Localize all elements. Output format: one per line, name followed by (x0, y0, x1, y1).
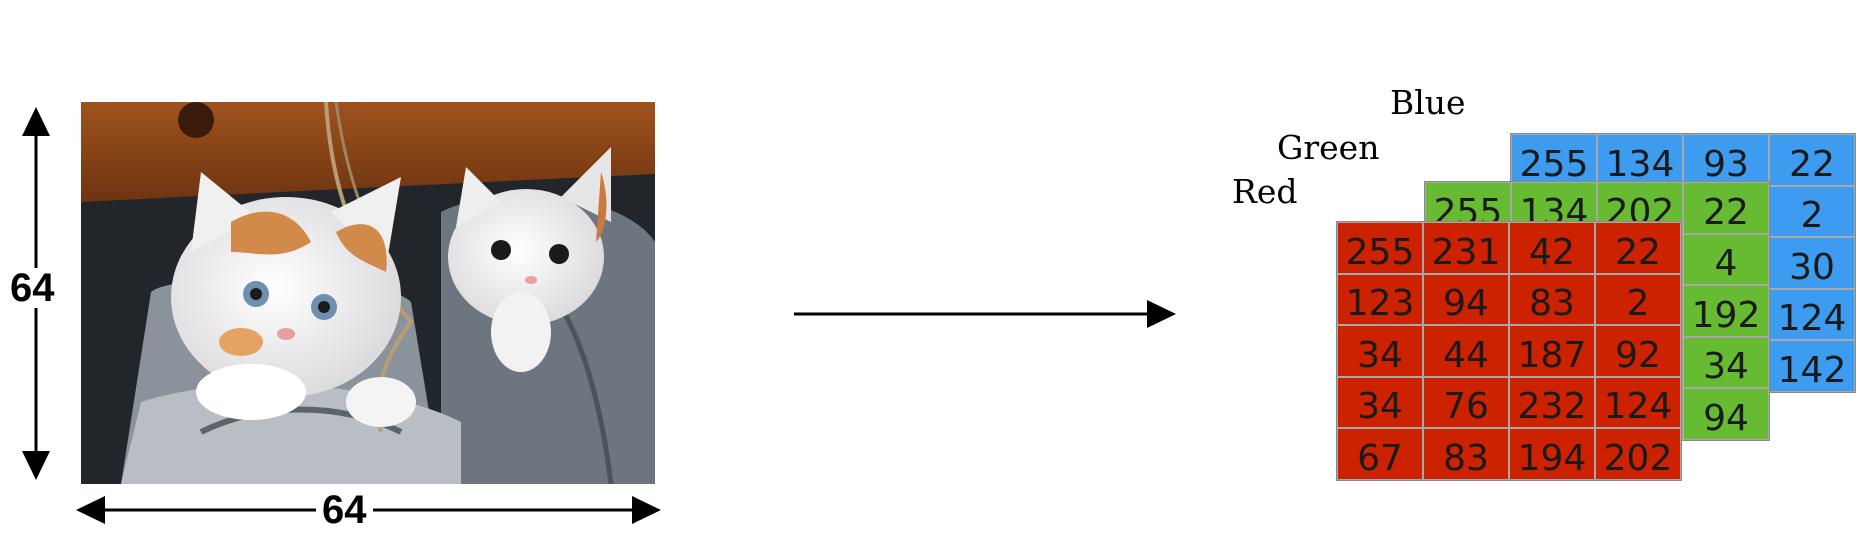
red-matrix-cell: 232 (1509, 376, 1595, 429)
red-matrix-cell: 194 (1509, 428, 1595, 480)
kittens-photo (81, 102, 655, 484)
green-matrix-cell: 192 (1683, 285, 1769, 337)
red-matrix-cell: 44 (1423, 325, 1509, 377)
blue-matrix-cell: 124 (1769, 288, 1855, 341)
width-label: 64 (316, 490, 373, 530)
right-arrow-icon (794, 300, 1176, 328)
red-matrix-cell: 83 (1423, 428, 1509, 480)
red-matrix-cell: 187 (1509, 325, 1595, 377)
height-dimension-arrow (22, 107, 50, 480)
blue-matrix-cell: 134 (1597, 134, 1683, 186)
red-matrix-cell: 2 (1595, 273, 1681, 326)
height-label: 64 (4, 268, 61, 308)
red-matrix-cell: 255 (1337, 222, 1423, 274)
blue-matrix-cell: 93 (1683, 134, 1769, 186)
blue-matrix-cell: 255 (1511, 134, 1597, 186)
red-matrix-cell: 124 (1595, 376, 1681, 429)
red-matrix-cell: 42 (1509, 222, 1595, 274)
channel-label-green: Green (1277, 128, 1380, 167)
red-matrix-cell: 76 (1423, 376, 1509, 429)
red-matrix-cell: 22 (1595, 222, 1681, 274)
red-matrix-cell: 34 (1337, 325, 1423, 377)
blue-matrix-cell: 142 (1769, 340, 1855, 392)
red-matrix-cell: 83 (1509, 273, 1595, 326)
red-matrix-cell: 202 (1595, 428, 1681, 480)
red-matrix-cell: 123 (1337, 273, 1423, 326)
green-matrix-cell: 34 (1683, 336, 1769, 389)
blue-matrix-cell: 30 (1769, 237, 1855, 289)
green-matrix-cell: 4 (1683, 233, 1769, 286)
red-matrix-cell: 67 (1337, 428, 1423, 480)
red-matrix-cell: 94 (1423, 273, 1509, 326)
blue-matrix-cell: 22 (1769, 134, 1855, 186)
channel-label-red: Red (1232, 172, 1298, 211)
red-matrix-cell: 92 (1595, 325, 1681, 377)
red-matrix-cell: 34 (1337, 376, 1423, 429)
channel-label-blue: Blue (1390, 83, 1466, 122)
green-matrix-cell: 22 (1683, 182, 1769, 234)
red-matrix-cell: 231 (1423, 222, 1509, 274)
green-matrix-cell: 94 (1683, 388, 1769, 440)
blue-matrix-cell: 2 (1769, 185, 1855, 238)
